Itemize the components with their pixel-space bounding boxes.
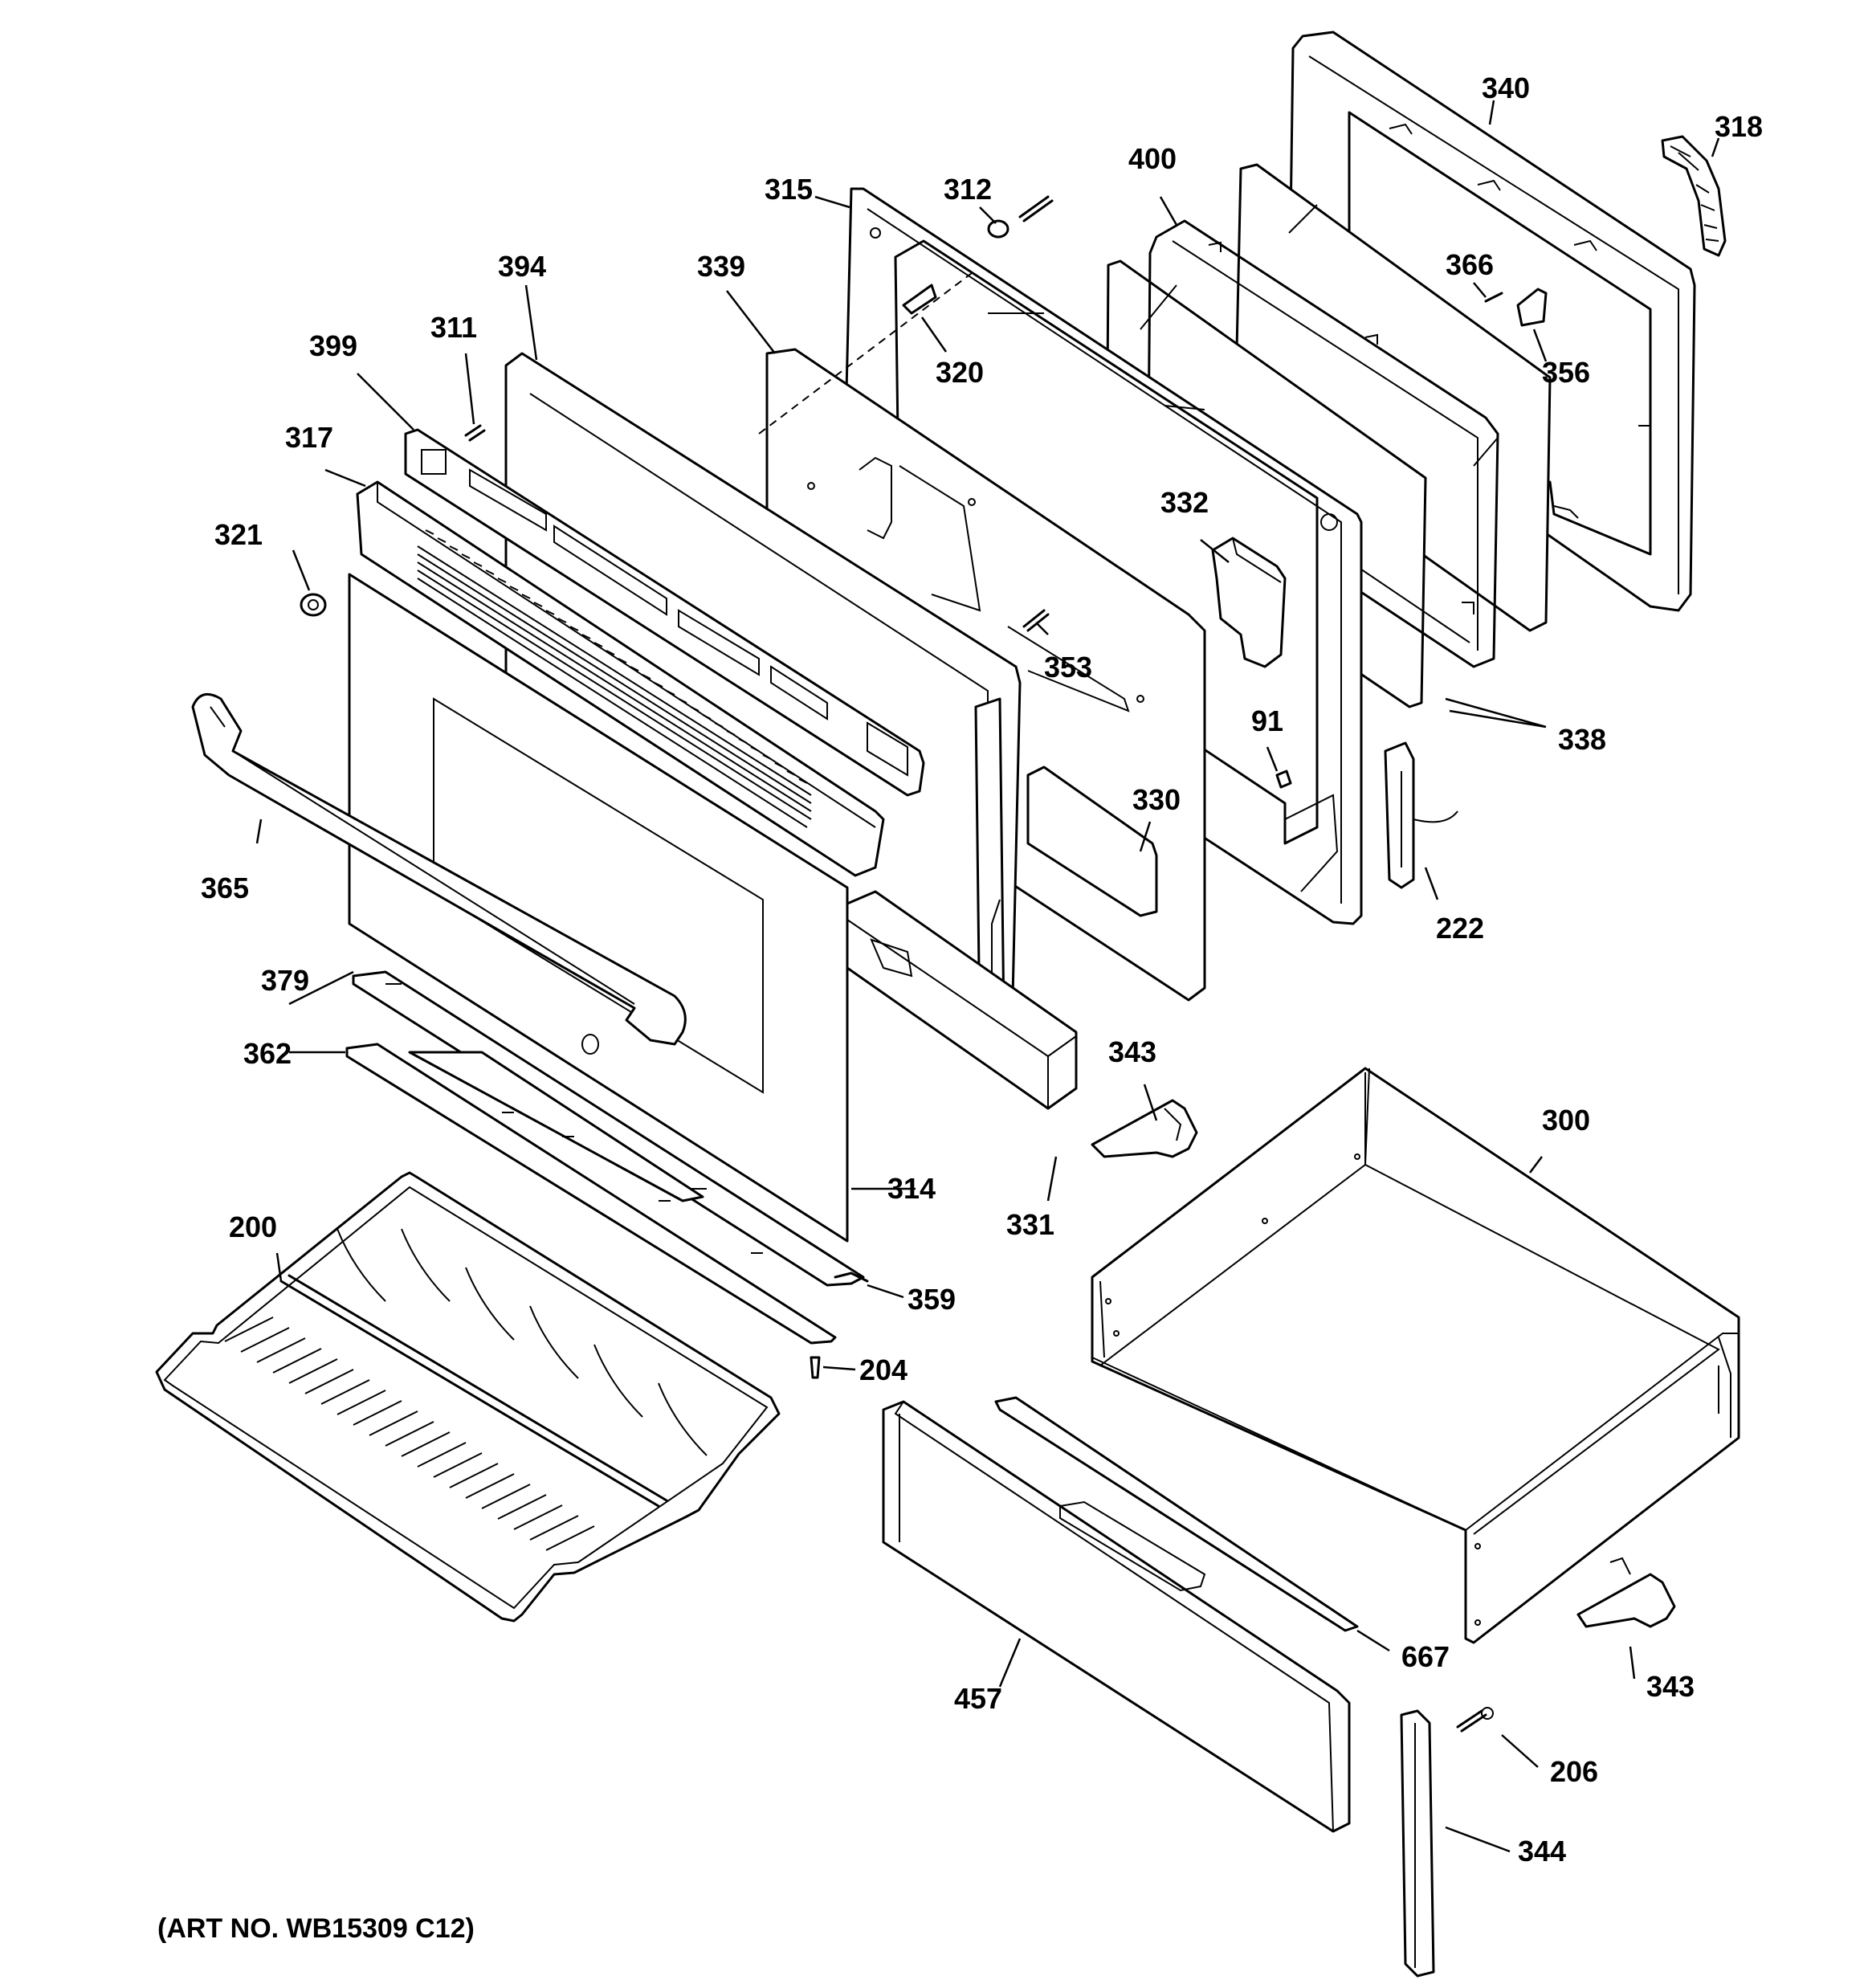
callout-332: 332 (1160, 486, 1209, 519)
part-667-strip (994, 1396, 1359, 1632)
callout-379: 379 (261, 964, 309, 997)
callout-667: 667 (1401, 1640, 1450, 1673)
part-362-trim (345, 1043, 837, 1345)
callout-343-upper: 343 (1108, 1035, 1156, 1068)
part-365-door-handle (191, 692, 687, 1055)
callout-343-lower: 343 (1646, 1670, 1695, 1703)
callout-206: 206 (1550, 1755, 1598, 1788)
callout-91: 91 (1251, 704, 1283, 737)
callout-330: 330 (1132, 783, 1181, 816)
callout-344: 344 (1518, 1835, 1566, 1868)
part-353-screw (1022, 609, 1050, 632)
callout-400: 400 (1128, 142, 1177, 175)
part-457-drawer-front (882, 1400, 1351, 1833)
part-366-screw (1484, 292, 1503, 303)
callout-365: 365 (201, 872, 249, 904)
part-200-oven-rack (155, 1171, 781, 1623)
callout-200: 200 (229, 1210, 277, 1243)
callout-356: 356 (1542, 356, 1590, 389)
callout-318: 318 (1715, 110, 1763, 143)
part-359-strip (834, 1272, 869, 1283)
part-340-inner-door-frame (1287, 31, 1696, 612)
part-343-upper-bracket (1091, 1099, 1198, 1158)
part-320-pin (902, 284, 937, 315)
part-379-trim (352, 970, 865, 1287)
part-356-bracket (1516, 288, 1548, 327)
callout-315: 315 (765, 173, 813, 206)
callout-314: 314 (887, 1172, 936, 1205)
part-343-lower-bracket (1576, 1557, 1676, 1628)
part-222-hinge (1384, 741, 1458, 889)
callout-362: 362 (243, 1037, 292, 1070)
part-317-vent-panel (356, 480, 885, 877)
callout-353: 353 (1044, 651, 1092, 684)
part-91-screw (1275, 769, 1292, 789)
callout-311: 311 (430, 311, 477, 344)
part-312-screw (1018, 195, 1054, 222)
part-332-bracket (1211, 537, 1287, 668)
callout-394: 394 (498, 250, 546, 283)
callout-457: 457 (954, 1682, 1002, 1715)
callout-labels: 340 318 315 312 400 366 394 339 320 356 … (201, 71, 1763, 1868)
callout-366: 366 (1446, 248, 1494, 281)
part-204-screw (810, 1356, 821, 1379)
part-300-drawer-body (1091, 1067, 1740, 1644)
callout-338: 338 (1558, 723, 1606, 756)
callout-340: 340 (1482, 71, 1530, 104)
callout-359: 359 (907, 1283, 956, 1316)
part-314-outer-door-glass (348, 573, 849, 1243)
part-399-vent-channel (404, 428, 925, 797)
callout-321: 321 (214, 518, 263, 551)
callout-300: 300 (1542, 1104, 1590, 1137)
callout-339: 339 (697, 250, 745, 283)
callout-222: 222 (1436, 912, 1484, 945)
art-number-caption: (ART NO. WB15309 C12) (157, 1913, 475, 1944)
fasteners (300, 195, 1548, 789)
part-312-nut (987, 219, 1009, 239)
callout-317: 317 (285, 421, 333, 454)
callout-204: 204 (859, 1353, 907, 1386)
callout-331: 331 (1006, 1208, 1054, 1241)
part-311-screw (464, 424, 486, 442)
part-330-insulation (1026, 765, 1158, 917)
leader-lines (255, 100, 1720, 1853)
callout-320: 320 (936, 356, 984, 389)
part-206-screw (1456, 1707, 1494, 1733)
callout-312: 312 (944, 173, 992, 206)
callout-399: 399 (309, 329, 357, 362)
part-318-gasket (1661, 135, 1727, 257)
part-344-rail (1400, 1709, 1435, 1978)
part-321-bumper (300, 593, 327, 617)
